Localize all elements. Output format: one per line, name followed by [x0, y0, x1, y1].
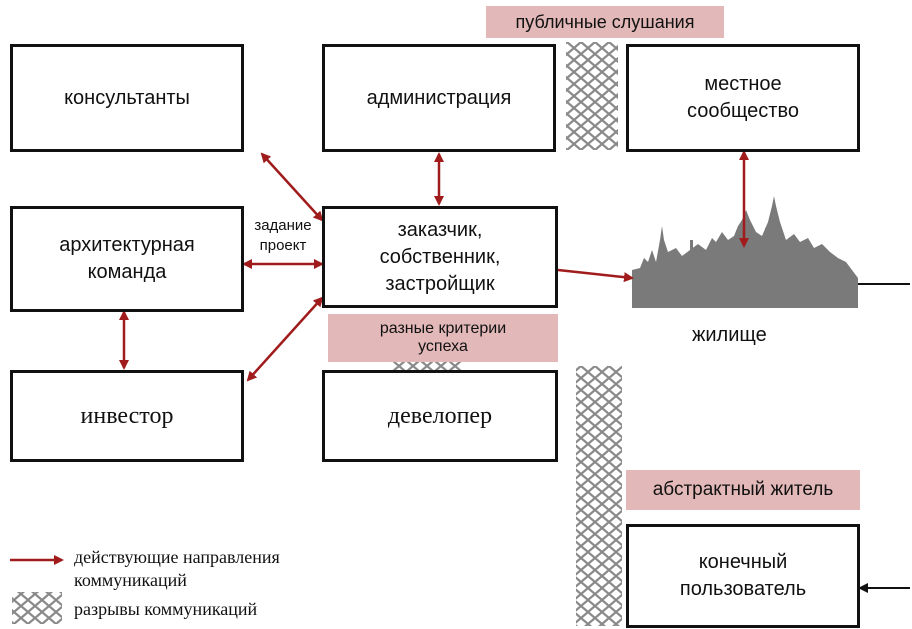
task-project-label: задание проект	[254, 217, 312, 254]
local-community-box: местное сообщество	[626, 44, 860, 152]
arrow-investor-customer	[246, 296, 324, 382]
different-criteria-text: разные критерии успеха	[379, 319, 507, 355]
public-hearings-label: публичные слушания	[486, 6, 724, 38]
housing-label: жилище	[692, 324, 767, 346]
local-community-label: местное сообщество	[687, 73, 799, 122]
arrow-consultants-customer	[260, 152, 324, 222]
customer-box: заказчик, собственник, застройщик	[322, 206, 558, 308]
housing-skyline-image	[632, 196, 858, 308]
different-criteria-label: разные критерии успеха	[328, 314, 558, 362]
arrow-customer-housing	[557, 268, 634, 283]
investor-box: инвестор	[10, 370, 244, 462]
end-user-label: конечный пользователь	[679, 551, 807, 600]
architect-team-box: архитектурная команда	[10, 206, 244, 312]
abstract-resident-label: абстрактный житель	[626, 470, 860, 510]
customer-label: заказчик, собственник, застройщик	[379, 218, 501, 295]
abstract-resident-text: абстрактный житель	[652, 479, 834, 500]
end-user-box: конечный пользователь	[626, 524, 860, 628]
break-hatch-vertical	[576, 366, 622, 626]
administration-box: администрация	[322, 44, 556, 152]
legend-arrow-text: действующие направления коммуникаций	[74, 547, 280, 591]
administration-label: администрация	[366, 86, 512, 109]
developer-label: девелопер	[387, 402, 493, 429]
investor-label: инвестор	[80, 402, 174, 429]
legend-hatch-symbol	[12, 592, 62, 624]
developer-box: девелопер	[322, 370, 558, 462]
consultants-label: консультанты	[64, 86, 190, 109]
break-hatch-top	[566, 42, 618, 150]
public-hearings-text: публичные слушания	[515, 11, 695, 32]
architect-team-label: архитектурная команда	[59, 234, 195, 283]
consultants-box: консультанты	[10, 44, 244, 152]
legend-break-text: разрывы коммуникаций	[74, 599, 258, 619]
